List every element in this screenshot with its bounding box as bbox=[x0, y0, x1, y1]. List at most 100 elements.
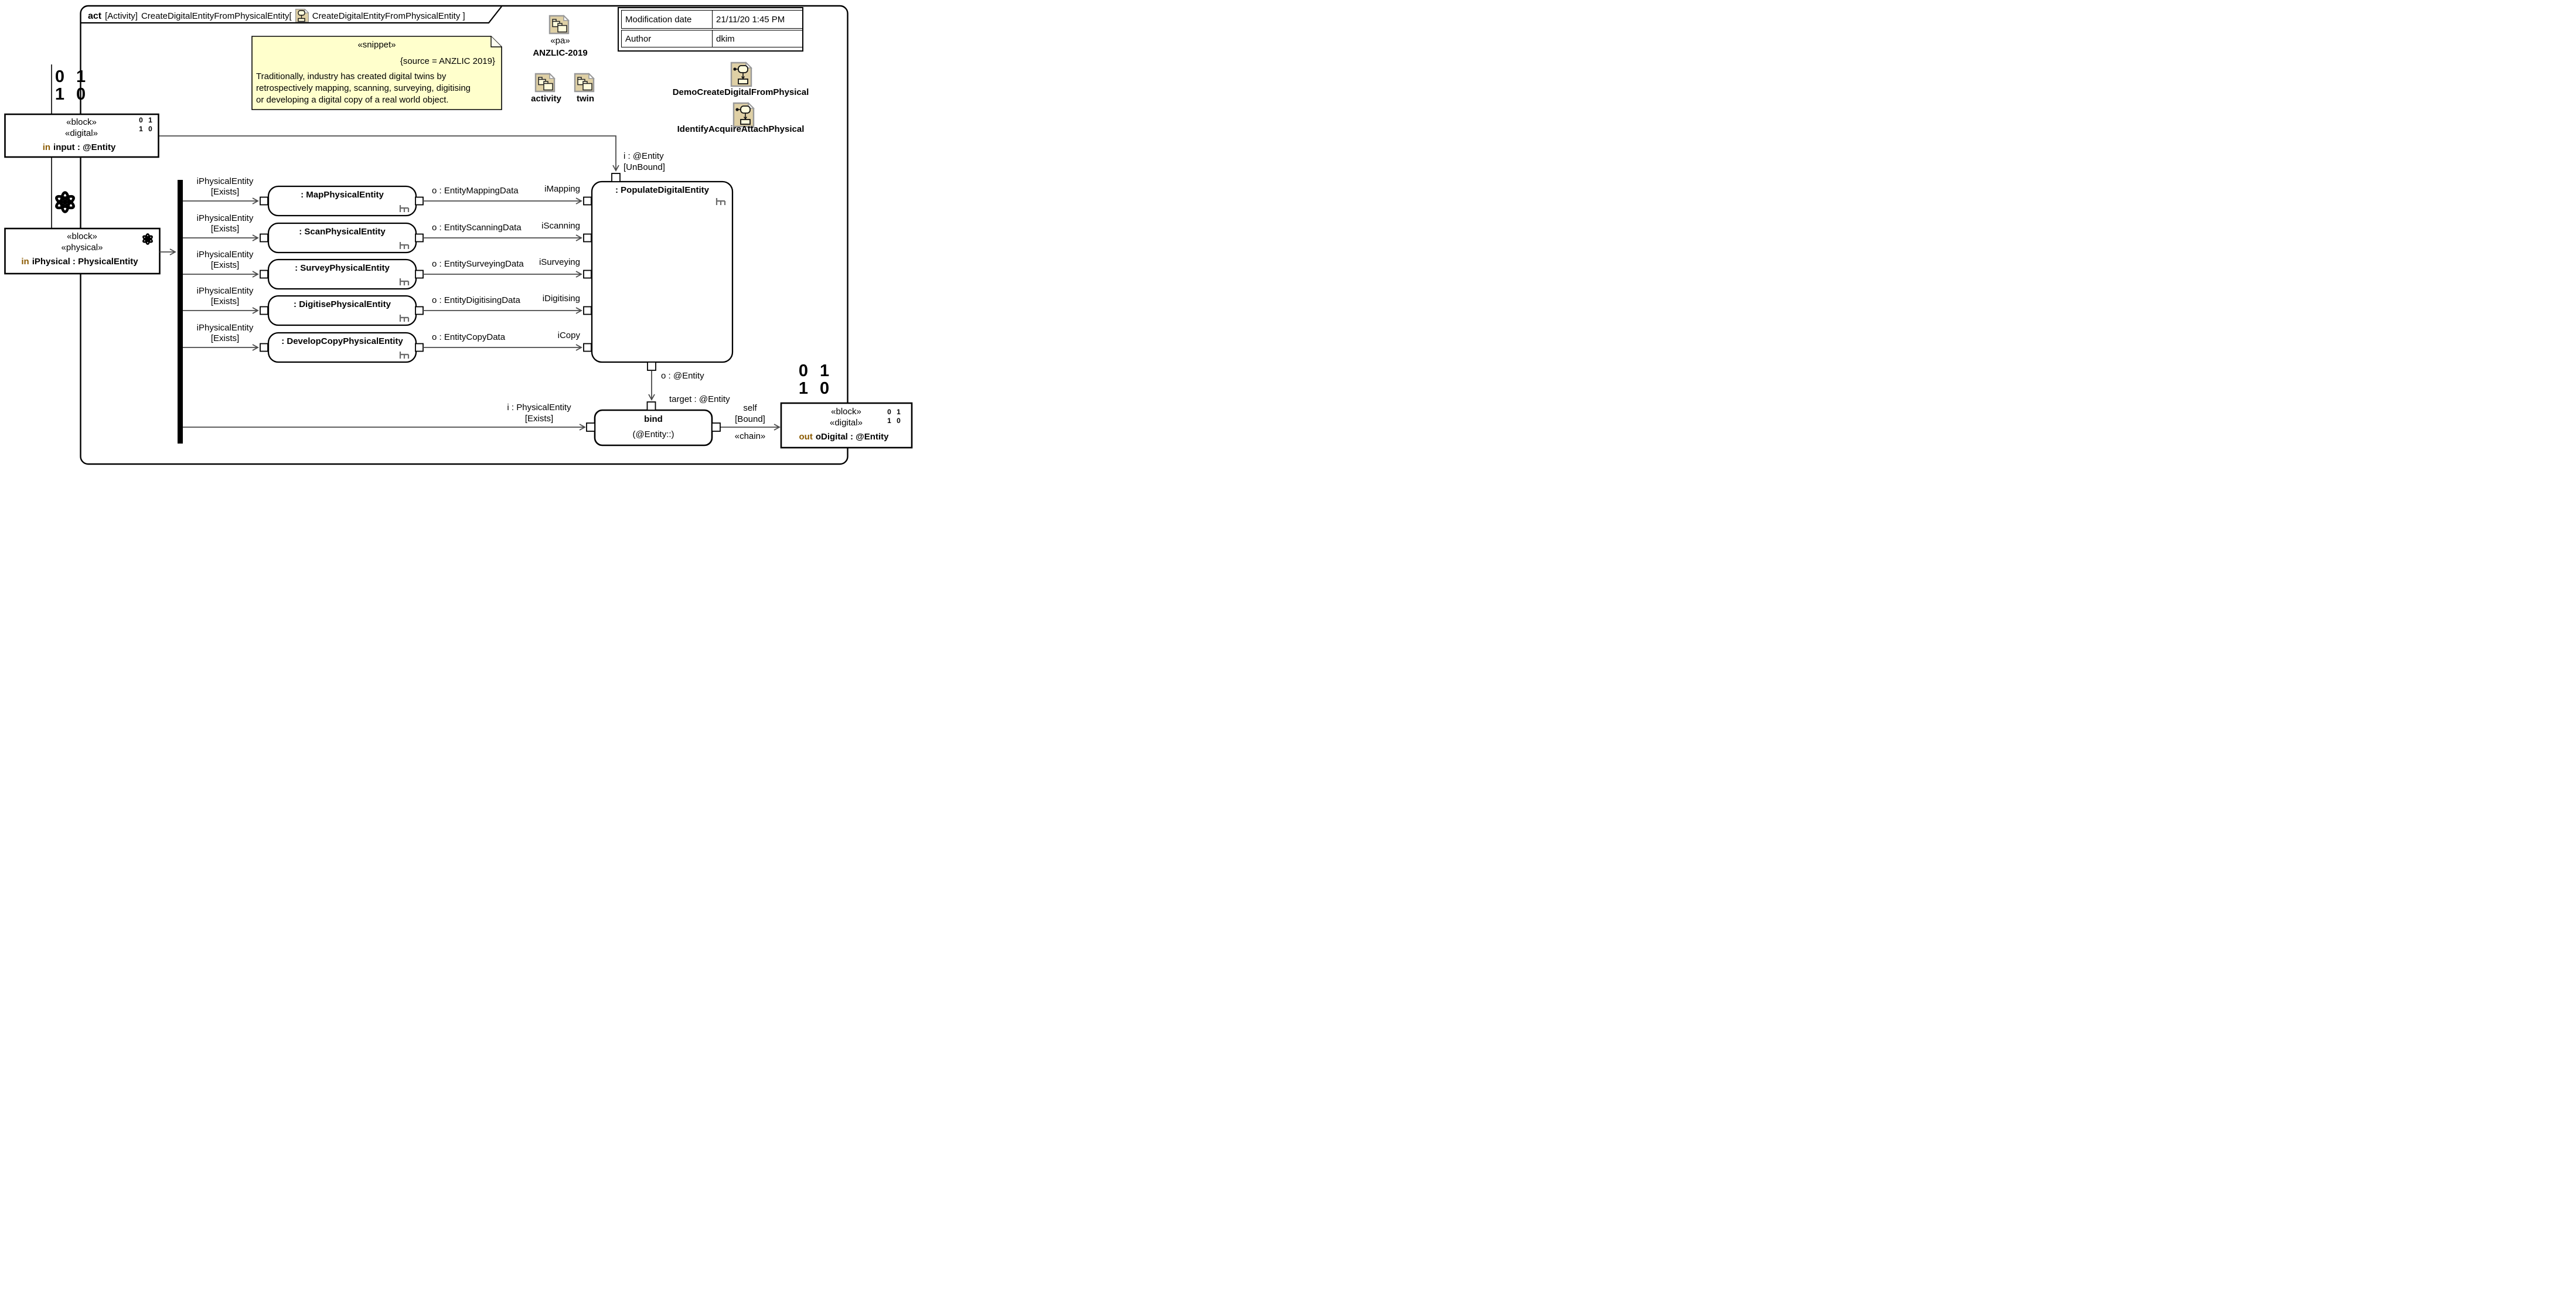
metadata-value-cell: 21/11/20 1:45 PM bbox=[712, 10, 803, 29]
rake-icon bbox=[399, 352, 410, 359]
bind-left-pin bbox=[586, 422, 595, 432]
input-block[interactable] bbox=[4, 113, 159, 158]
populate-left-pins bbox=[583, 196, 592, 352]
frame-title-keyword: act bbox=[88, 11, 102, 21]
guard-state-label: [Exists] bbox=[210, 187, 240, 197]
self-label: self bbox=[743, 403, 757, 413]
target-label: target : @Entity bbox=[669, 394, 730, 404]
activity-doc-icon bbox=[295, 8, 309, 25]
guard-state-label: [Exists] bbox=[210, 260, 240, 270]
rake-icon bbox=[399, 205, 410, 212]
output-block[interactable] bbox=[780, 402, 913, 449]
output-block-stereotype1: «block» bbox=[831, 407, 861, 417]
package-icon-anzlic[interactable] bbox=[548, 15, 570, 35]
activity-demo-label[interactable]: DemoCreateDigitalFromPhysical bbox=[672, 87, 809, 97]
action-name: : ScanPhysicalEntity bbox=[299, 227, 386, 237]
guard-object-label: iPhysicalEntity bbox=[196, 323, 254, 333]
rake-icon bbox=[399, 278, 410, 285]
action-name: : SurveyPhysicalEntity bbox=[295, 263, 390, 273]
activity-identify-label[interactable]: IdentifyAcquireAttachPhysical bbox=[677, 124, 805, 134]
populate-pin-label: iSurveying bbox=[539, 257, 580, 267]
flow-output-label: o : EntityScanningData bbox=[432, 223, 522, 233]
bind-in-label1: i : PhysicalEntity bbox=[507, 403, 571, 412]
package-activity-label[interactable]: activity bbox=[531, 94, 561, 104]
rake-icon bbox=[715, 198, 726, 205]
action-name: : MapPhysicalEntity bbox=[301, 190, 384, 200]
action-name: : DigitisePhysicalEntity bbox=[294, 299, 391, 309]
flow-output-label: o : EntityDigitisingData bbox=[432, 295, 520, 305]
package-icon-activity[interactable] bbox=[534, 73, 556, 93]
snippet-note[interactable] bbox=[251, 36, 502, 110]
populate-top-pin bbox=[611, 173, 621, 182]
diagram-shapes bbox=[4, 5, 913, 465]
package-twin-label[interactable]: twin bbox=[577, 94, 594, 104]
action-name: : DevelopCopyPhysicalEntity bbox=[281, 336, 403, 346]
bind-top-pin bbox=[646, 401, 656, 411]
fork-node[interactable] bbox=[178, 180, 183, 444]
guard-object-label: iPhysicalEntity bbox=[196, 250, 254, 260]
bound-label: [Bound] bbox=[735, 414, 765, 424]
package-icon-twin[interactable] bbox=[574, 73, 595, 93]
action-input-pins bbox=[260, 196, 268, 352]
rake-icon bbox=[399, 315, 410, 322]
populate-pin-label: iScanning bbox=[541, 221, 580, 231]
metadata-label-cell: Author bbox=[621, 30, 714, 47]
chain-stereotype: «chain» bbox=[734, 431, 766, 441]
flow-output-label: o : EntitySurveyingData bbox=[432, 259, 524, 269]
populate-pin-label: iCopy bbox=[557, 330, 580, 340]
action-populate-digital-entity[interactable] bbox=[591, 180, 734, 363]
flow-output-label: o : EntityCopyData bbox=[432, 332, 506, 342]
physical-block-stereotype2: «physical» bbox=[61, 243, 103, 253]
package-anzlic-label[interactable]: ANZLIC-2019 bbox=[533, 48, 588, 58]
bind-name: bind bbox=[644, 414, 663, 424]
populate-name: : PopulateDigitalEntity bbox=[615, 185, 710, 195]
input-block-stereotype2: «digital» bbox=[65, 128, 98, 138]
atom-icon-large bbox=[55, 191, 75, 213]
rake-icons bbox=[399, 198, 726, 359]
activity-icon-demo[interactable] bbox=[730, 62, 752, 87]
note-body-line: Traditionally, industry has created digi… bbox=[256, 71, 447, 81]
atom-icon-small bbox=[142, 233, 153, 245]
guard-state-label: [Exists] bbox=[210, 296, 240, 306]
guard-state-label: [Exists] bbox=[210, 333, 240, 343]
guard-object-label: iPhysicalEntity bbox=[196, 176, 254, 186]
activity-icon-identify[interactable] bbox=[732, 102, 755, 128]
frame-title-type: [Activity] bbox=[105, 11, 138, 21]
metadata-value-cell: dkim bbox=[712, 30, 803, 47]
bind-params: (@Entity::) bbox=[632, 429, 674, 439]
activity-diagram: act[Activity] CreateDigitalEntityFromPhys… bbox=[0, 0, 916, 468]
metadata-label-cell: Modification date bbox=[621, 10, 714, 29]
physical-block-stereotype1: «block» bbox=[67, 231, 97, 241]
populate-top-pin-label1: i : @Entity bbox=[623, 151, 664, 161]
physical-block[interactable] bbox=[4, 227, 161, 275]
guard-object-label: iPhysicalEntity bbox=[196, 213, 254, 223]
populate-top-pin-label2: [UnBound] bbox=[623, 162, 665, 172]
populate-pin-label: iDigitising bbox=[542, 294, 580, 304]
output-block-stereotype2: «digital» bbox=[830, 418, 863, 428]
note-body-line: or developing a digital copy of a real w… bbox=[256, 95, 449, 105]
note-body-line: retrospectively mapping, scanning, surve… bbox=[256, 83, 471, 93]
populate-bottom-pin bbox=[647, 362, 656, 371]
note-source: {source = ANZLIC 2019} bbox=[400, 56, 495, 66]
bind-in-label2: [Exists] bbox=[524, 414, 554, 424]
rake-icon bbox=[399, 242, 410, 249]
action-output-pins bbox=[415, 196, 424, 352]
populate-pin-label: iMapping bbox=[544, 184, 580, 194]
bind-right-pin bbox=[711, 422, 721, 432]
frame-title-tab bbox=[80, 6, 502, 24]
package-pa-stereotype: «pa» bbox=[550, 36, 570, 46]
note-stereotype: «snippet» bbox=[357, 40, 396, 50]
guard-state-label: [Exists] bbox=[210, 224, 240, 234]
input-block-stereotype1: «block» bbox=[66, 117, 97, 127]
flow-input-to-populate bbox=[158, 135, 619, 172]
flow-output-label: o : EntityMappingData bbox=[432, 186, 519, 196]
frame-title: act[Activity] CreateDigitalEntityFromPhys… bbox=[88, 8, 469, 25]
frame-title-name-close: CreateDigitalEntityFromPhysicalEntity ] bbox=[312, 11, 465, 21]
